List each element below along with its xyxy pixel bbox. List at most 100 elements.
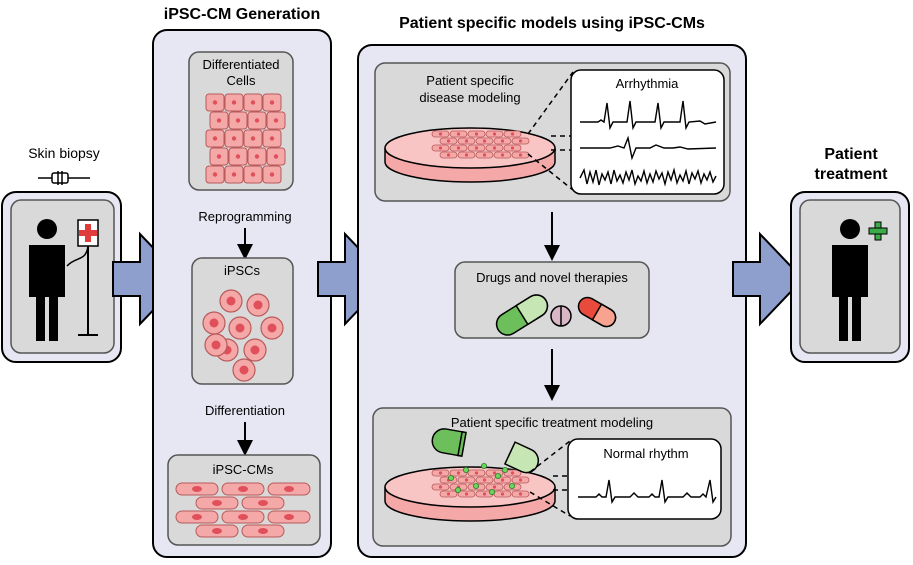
dish-cell-nucleus — [518, 492, 523, 496]
dish-cell-nucleus — [482, 478, 487, 482]
cardiomyocyte-nucleus — [284, 486, 294, 492]
cell-nucleus — [250, 136, 256, 141]
cardiomyocyte-nucleus — [212, 500, 222, 506]
cell-nucleus — [269, 136, 275, 141]
dish-cell-nucleus — [518, 478, 523, 482]
ipsc-nucleus — [253, 300, 263, 310]
dish-cell-nucleus — [510, 146, 515, 150]
dish-cell-nucleus — [518, 139, 523, 143]
cardiomyocyte-nucleus — [212, 528, 222, 534]
round-pill-icon — [550, 305, 572, 327]
cell-nucleus — [231, 100, 237, 105]
cardiomyocyte-nucleus — [238, 486, 248, 492]
dish-cell-nucleus — [518, 153, 523, 157]
drug-particle — [508, 482, 515, 489]
reprogramming-label: Reprogramming — [198, 209, 291, 224]
dish-cell-nucleus — [492, 132, 497, 136]
patient-treatment-label-2: treatment — [815, 166, 889, 183]
cell-nucleus — [269, 172, 275, 177]
normal-rhythm-label: Normal rhythm — [603, 446, 688, 461]
skin-biopsy-label: Skin biopsy — [28, 145, 100, 161]
cell-nucleus — [269, 100, 275, 105]
cell-nucleus — [231, 172, 237, 177]
dish-cell-nucleus — [474, 132, 479, 136]
differentiated-cell-grid — [205, 93, 286, 184]
syringe-icon — [38, 171, 90, 185]
drug-particle — [447, 474, 454, 481]
patient-person-icon-right — [832, 219, 868, 341]
dish-cell-nucleus — [500, 153, 505, 157]
green-capsule-icon — [495, 294, 549, 336]
dish-cell-nucleus — [510, 132, 515, 136]
red-capsule-icon — [577, 296, 617, 328]
ipsc-nucleus — [235, 323, 245, 333]
cell-nucleus — [250, 100, 256, 105]
dish-cell-nucleus — [464, 153, 469, 157]
dish-cell-nucleus — [438, 132, 443, 136]
dish-cell-nucleus — [500, 139, 505, 143]
drug-particle — [472, 482, 479, 489]
dish-cell-nucleus — [500, 478, 505, 482]
dish-cell-nucleus — [464, 478, 469, 482]
cell-nucleus — [235, 118, 241, 123]
dish-cell-nucleus — [438, 471, 443, 475]
ipsc-cms-label: iPSC-CMs — [213, 462, 274, 477]
flow-arrow-3 — [732, 231, 805, 327]
cardiomyocyte-nucleus — [258, 528, 268, 534]
dish-cell-nucleus — [492, 146, 497, 150]
arrhythmia-label: Arrhythmia — [616, 76, 680, 91]
disease-modeling-label-1: Patient specific — [426, 73, 514, 88]
treatment-modeling-label: Patient specific treatment modeling — [451, 415, 653, 430]
cardiomyocyte-nucleus — [238, 514, 248, 520]
iv-drip-icon — [66, 219, 99, 336]
drug-particle — [488, 488, 495, 495]
dish-cell-nucleus — [456, 471, 461, 475]
dish-cell-nucleus — [492, 485, 497, 489]
dish-cell-nucleus — [446, 492, 451, 496]
opening-capsule-icon — [431, 428, 540, 474]
ipsc-nucleus — [267, 323, 277, 333]
ipsc-nucleus — [211, 340, 221, 350]
dish-cell-nucleus — [482, 139, 487, 143]
cell-nucleus — [254, 154, 260, 159]
drug-particles — [447, 462, 515, 495]
dish-cell-nucleus — [474, 471, 479, 475]
drugs-label: Drugs and novel therapies — [476, 270, 628, 285]
drug-particle — [501, 466, 508, 473]
cardiomyocyte-cells — [175, 482, 311, 538]
dish-cell-nucleus — [438, 485, 443, 489]
drug-particle — [454, 486, 461, 493]
green-plus-icon — [868, 221, 888, 241]
dish-cell-nucleus — [500, 492, 505, 496]
cell-nucleus — [212, 172, 218, 177]
cardiomyocyte-nucleus — [192, 514, 202, 520]
dish-cell-nucleus — [456, 146, 461, 150]
dish-cell-nucleus — [464, 492, 469, 496]
differentiated-cells-label-1: Differentiated — [202, 57, 279, 72]
dish-cells-top — [431, 130, 530, 159]
dish-cell-nucleus — [510, 471, 515, 475]
cell-nucleus — [216, 154, 222, 159]
dish-cell-nucleus — [446, 139, 451, 143]
zoom-lines-bottom — [529, 440, 571, 517]
drug-particle — [494, 472, 501, 479]
cell-nucleus — [254, 118, 260, 123]
cell-nucleus — [273, 118, 279, 123]
cell-nucleus — [235, 154, 241, 159]
models-title: Patient specific models using iPSC-CMs — [399, 15, 705, 32]
ipsc-nucleus — [239, 365, 249, 375]
ecg-arrhythmia-traces — [579, 100, 717, 187]
ipsc-nucleus — [250, 345, 260, 355]
patient-person-icon-left — [29, 219, 65, 341]
cardiomyocyte-nucleus — [192, 486, 202, 492]
cell-nucleus — [273, 154, 279, 159]
dish-cell-nucleus — [482, 492, 487, 496]
drug-particle — [462, 466, 469, 473]
differentiated-cells-label-2: Cells — [227, 73, 256, 88]
cardiomyocyte-nucleus — [284, 514, 294, 520]
dish-cell-nucleus — [456, 132, 461, 136]
dish-cell-nucleus — [474, 146, 479, 150]
cell-nucleus — [212, 136, 218, 141]
arrhythmia-panel — [570, 69, 725, 195]
